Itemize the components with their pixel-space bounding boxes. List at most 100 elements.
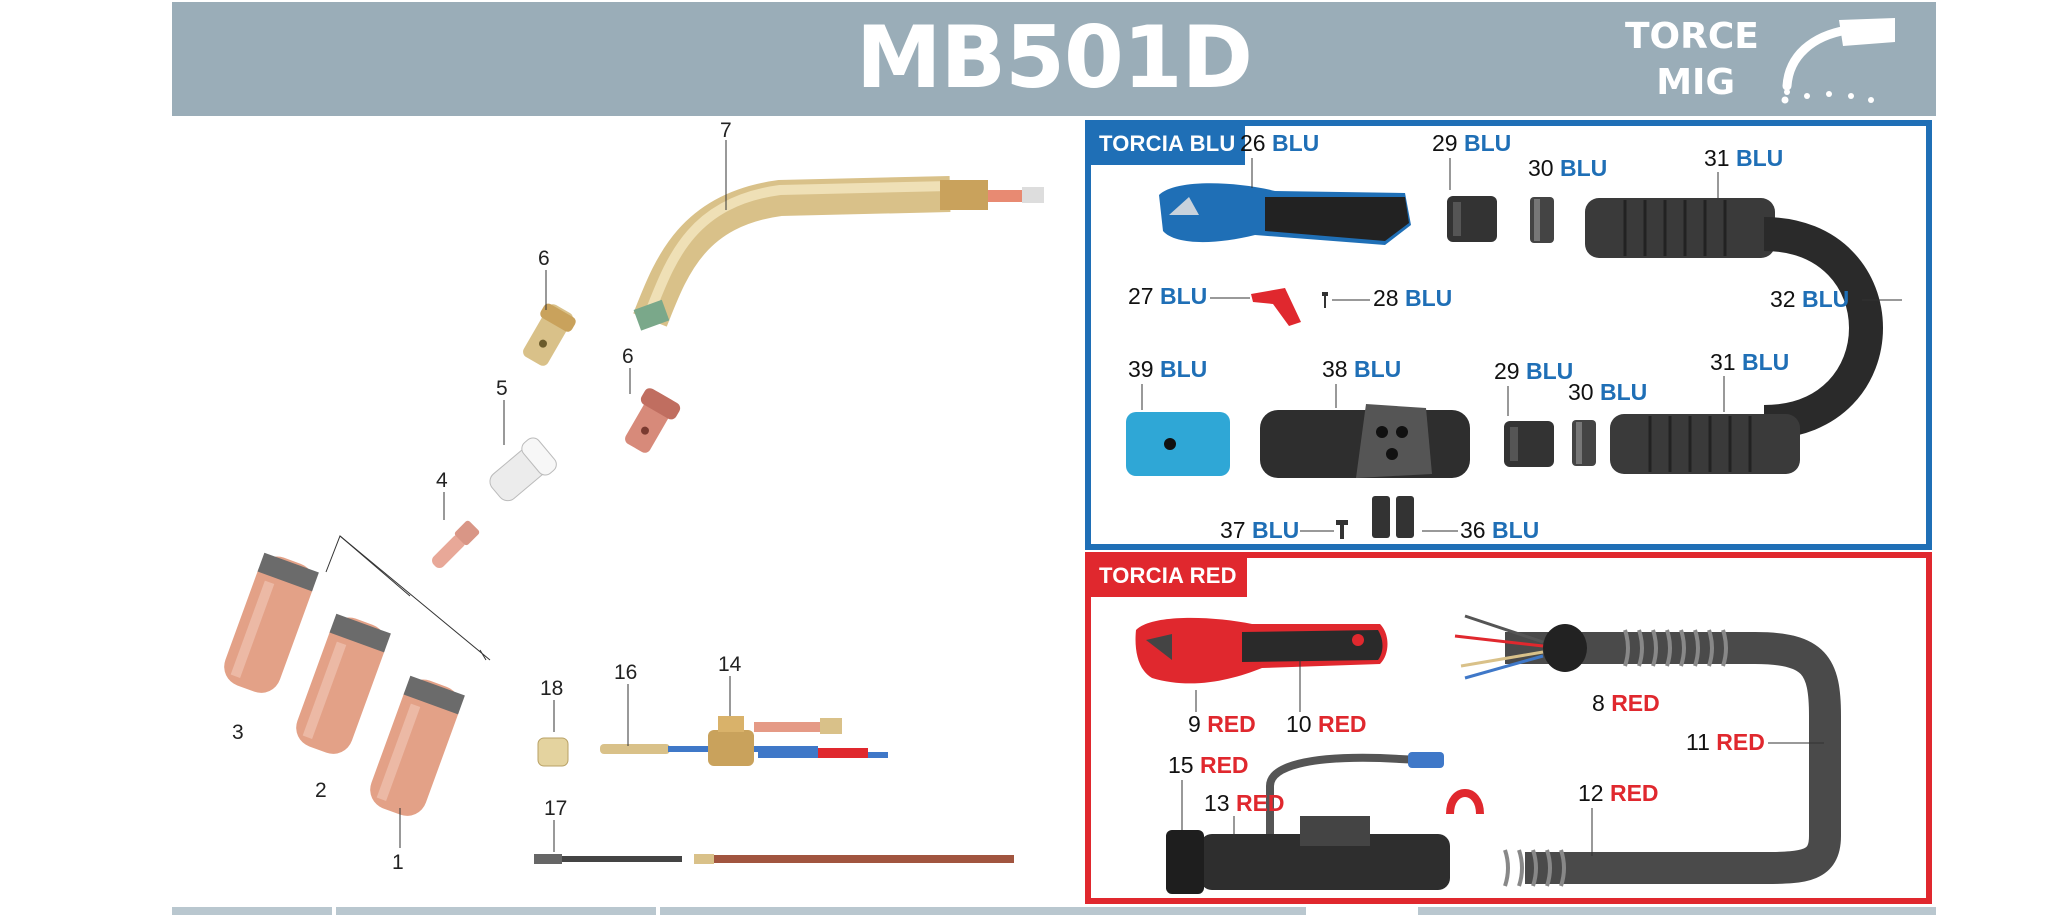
part-label-17: 17: [544, 797, 568, 820]
nut-29-blu-part: [1447, 196, 1497, 242]
part-label-6a: 6: [538, 247, 550, 270]
mig-label: MIG: [1656, 62, 1735, 103]
bushings-36-blu-part: [1372, 496, 1414, 538]
leader-line: [1299, 660, 1301, 712]
leader-line: [1717, 172, 1719, 198]
handle-red-part: [1135, 617, 1388, 684]
label-38-blu: 38 BLU: [1322, 356, 1402, 382]
leader-line: [627, 684, 629, 746]
label-37-blu: 37 BLU: [1220, 517, 1300, 543]
bottom-bar: [172, 907, 332, 915]
nut-part: [537, 737, 569, 767]
part-label-14: 14: [718, 653, 742, 676]
ring-30-blu-part: [1530, 197, 1554, 243]
ring-30b-blu-part: [1572, 420, 1596, 466]
gas-diffuser-brass-part: [523, 303, 576, 366]
connector-assembly-part: [600, 716, 888, 766]
leader-line: [1181, 780, 1183, 830]
part-label-1: 1: [392, 851, 404, 874]
label-15-red: 15 RED: [1168, 752, 1249, 778]
label-9-red: 9 RED: [1188, 711, 1256, 737]
label-11-red: 11 RED: [1686, 729, 1765, 755]
leader-line: [1449, 158, 1451, 190]
cable-32-blu-part: [1763, 217, 1883, 439]
label-30b-blu: 30 BLU: [1568, 379, 1648, 405]
label-13-red: 13 RED: [1204, 790, 1285, 816]
part-label-4: 4: [436, 469, 448, 492]
leader-line: [553, 820, 555, 852]
page-title: MB501D: [855, 8, 1253, 108]
label-28-blu: 28 BLU: [1373, 285, 1453, 311]
torce-label: TORCE: [1625, 16, 1759, 57]
leader-line: [1507, 386, 1509, 416]
label-29-blu: 29 BLU: [1432, 130, 1512, 156]
insulator-part: [489, 437, 557, 502]
part-label-7: 7: [720, 119, 732, 142]
leader-line: [443, 492, 445, 520]
leader-line: [725, 140, 727, 210]
label-32-blu: 32 BLU: [1770, 286, 1850, 312]
mig-torch-logo-icon: [1781, 18, 1895, 104]
label-12-red: 12 RED: [1578, 780, 1659, 806]
leader-line: [1141, 384, 1143, 410]
leader-line: [399, 808, 401, 848]
label-31-blu: 31 BLU: [1704, 145, 1784, 171]
torcia-red-tag: TORCIA RED: [1091, 558, 1247, 597]
leader-line: [1195, 690, 1197, 712]
leader-line: [1723, 376, 1725, 412]
trigger-27-blu-part: [1251, 288, 1301, 326]
screw-28-blu-part: [1322, 292, 1328, 308]
label-39-blu: 39 BLU: [1128, 356, 1208, 382]
leader-line: [1768, 742, 1824, 744]
torch-body-red-part: [1166, 752, 1484, 894]
leader-line: [629, 368, 631, 394]
label-30-blu: 30 BLU: [1528, 155, 1608, 181]
label-26-blu: 26 BLU: [1240, 130, 1320, 156]
nozzle-3-part: [224, 552, 319, 693]
label-10-red: 10 RED: [1286, 711, 1367, 737]
leader-line: [503, 400, 505, 445]
label-36-blu: 36 BLU: [1460, 517, 1540, 543]
screw-37-blu-part: [1336, 520, 1348, 539]
nozzle-2-part: [296, 613, 391, 754]
leader-line: [1233, 816, 1235, 838]
wire-liner-part: [534, 854, 1014, 864]
header-bar: MB501D TORCE MIG: [172, 2, 1936, 116]
label-31b-blu: 31 BLU: [1710, 349, 1790, 375]
nozzle-1-part: [370, 675, 465, 816]
part-label-5: 5: [496, 377, 508, 400]
boot-31-blu-part: [1585, 198, 1775, 258]
leader-line: [1862, 299, 1902, 301]
part-label-18: 18: [540, 677, 564, 700]
torcia-red-panel: TORCIA RED: [1085, 552, 1932, 904]
bottom-bar: [336, 907, 656, 915]
torcia-blu-tag: TORCIA BLU: [1091, 126, 1246, 165]
torcia-blu-panel: TORCIA BLU: [1085, 120, 1932, 550]
gas-diffuser-copper-part: [625, 388, 681, 453]
leader-line: [1210, 297, 1250, 299]
leader-line: [1332, 299, 1370, 301]
leader-line: [1335, 384, 1337, 408]
handle-38-blu-part: [1260, 404, 1470, 478]
part-label-2: 2: [315, 779, 327, 802]
bottom-bar: [660, 907, 1306, 915]
cap-39-blu-part: [1126, 412, 1230, 476]
leader-line: [1591, 808, 1593, 856]
leader-line: [545, 270, 547, 310]
handle-blu-part: [1159, 183, 1411, 245]
leader-line: [1300, 530, 1334, 532]
leader-line: [1422, 530, 1458, 532]
bottom-bar: [1418, 907, 1936, 915]
leader-line: [729, 676, 731, 716]
cable-red-part: [1454, 614, 1841, 887]
gooseneck-part: [633, 176, 1044, 331]
boot-31b-blu-part: [1610, 414, 1800, 474]
leader-line: [1251, 158, 1253, 188]
label-27-blu: 27 BLU: [1128, 283, 1208, 309]
leader-line: [553, 700, 555, 732]
nozzle-bracket-lines: [325, 535, 491, 661]
part-label-6b: 6: [622, 345, 634, 368]
contact-tip-part: [432, 520, 480, 568]
label-29b-blu: 29 BLU: [1494, 358, 1574, 384]
part-label-16: 16: [614, 661, 638, 684]
